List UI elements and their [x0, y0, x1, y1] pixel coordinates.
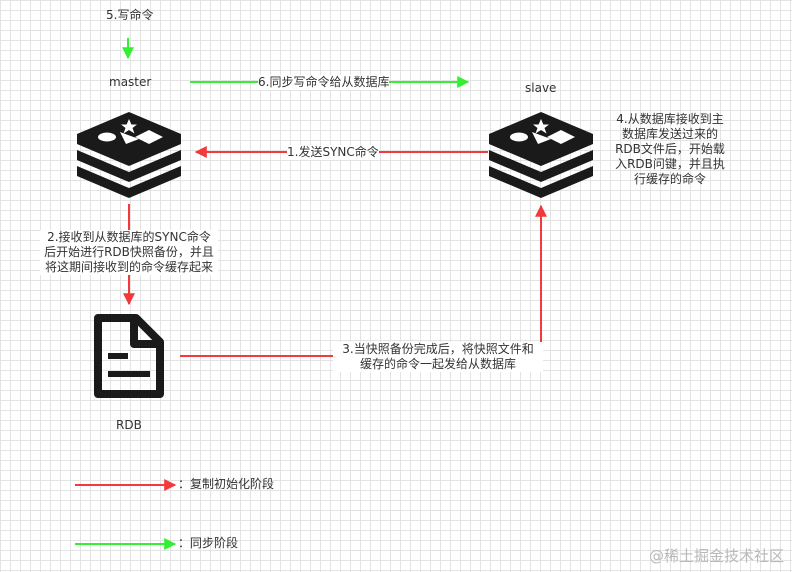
step4-line: 4.从数据库接收到主: [616, 112, 724, 126]
step4-slave-process-label: 4.从数据库接收到主 数据库发送过来的 RDB文件后，开始载 入RDB问键，并且…: [612, 112, 728, 187]
step1-send-sync-label: 1.发送SYNC命令: [287, 145, 379, 160]
step4-line: 数据库发送过来的: [621, 127, 718, 141]
rdb-file-icon: [94, 314, 164, 398]
step6-sync-write-label: 6.同步写命令给从数据库: [258, 75, 390, 90]
step4-line: 入RDB问键，并且执: [615, 157, 725, 171]
step4-line: RDB文件后，开始载: [615, 142, 725, 156]
slave-redis-icon: [489, 112, 593, 198]
step2-line: 后开始进行RDB快照备份，并且: [44, 245, 214, 259]
legend-sync-label: ：同步阶段: [178, 536, 239, 550]
master-label: master: [109, 75, 152, 89]
master-redis-icon: [77, 112, 181, 198]
step3-line: 3.当快照备份完成后，将快照文件和: [342, 342, 534, 356]
rdb-to-slave-arrow: [180, 204, 547, 357]
rdb-label: RDB: [116, 418, 142, 432]
step2-line: 将这期间接收到的命令缓存起来: [44, 260, 213, 274]
watermark: @稀土掘金技术社区: [648, 547, 784, 565]
step4-line: 行缓存的命令: [633, 172, 706, 186]
legend-init-label: ：复制初始化阶段: [178, 477, 275, 491]
step2-master-process-label: 2.接收到从数据库的SYNC命令 后开始进行RDB快照备份，并且 将这期间接收到…: [40, 230, 218, 275]
step3-line: 缓存的命令一起发给从数据库: [359, 357, 516, 371]
step3-send-snapshot-label: 3.当快照备份完成后，将快照文件和 缓存的命令一起发给从数据库: [333, 342, 543, 372]
slave-label: slave: [525, 81, 557, 95]
step5-write-command-label: 5.写命令: [106, 8, 154, 22]
step2-line: 2.接收到从数据库的SYNC命令: [47, 230, 211, 244]
